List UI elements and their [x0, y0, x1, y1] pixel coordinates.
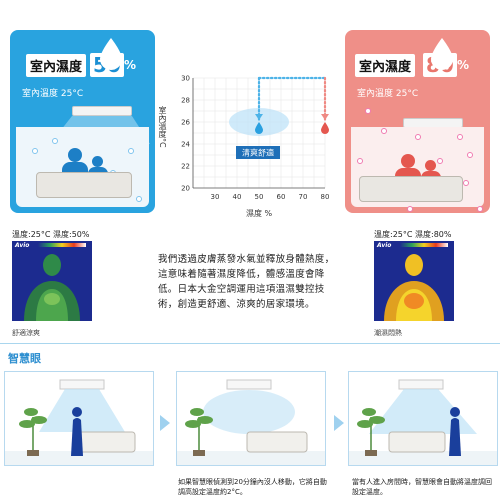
brand-label: Avio	[15, 242, 30, 249]
moisture-dot	[467, 152, 473, 158]
child-head	[425, 160, 436, 171]
thermal-image-hot	[374, 241, 454, 321]
brand-label: Avio	[377, 242, 392, 249]
scene-person-absent	[176, 371, 326, 466]
moisture-dot	[407, 206, 413, 212]
x-axis-label: 濕度 %	[246, 209, 273, 218]
temperature-scale	[38, 243, 86, 247]
panel-title: 室內濕度	[26, 54, 87, 77]
y-tick-label: 26	[181, 119, 190, 127]
arrow-icon	[334, 415, 344, 431]
moisture-dot	[381, 128, 387, 134]
sofa	[36, 172, 132, 198]
x-tick-label: 60	[277, 193, 286, 201]
temperature-scale	[400, 243, 448, 247]
percent-unit: %	[457, 58, 470, 72]
arrow-icon	[160, 415, 170, 431]
person-head	[68, 148, 82, 162]
humidity-temperature-chart: 30 40 50 60 70 80 30 28 26 24 22 20 清爽舒適	[181, 75, 330, 202]
moisture-dot	[415, 134, 421, 140]
sofa	[359, 176, 463, 202]
moisture-dot	[437, 158, 443, 164]
thermal-caption-right: 溫度:25°C 濕度:80%	[374, 230, 452, 239]
annotation-box	[236, 146, 280, 159]
y-tick-label: 28	[181, 97, 190, 105]
description-text: 我們透過皮膚蒸發水氣並釋放身體熱度，這意味着隨著濕度降低，體感溫度會降低。日本大…	[158, 254, 335, 310]
thermal-image-cool	[12, 241, 92, 321]
x-tick-label: 30	[211, 193, 220, 201]
y-tick-label: 22	[181, 163, 190, 171]
arrow-head	[255, 114, 263, 120]
x-tick-label: 50	[255, 193, 264, 201]
arrow-head	[321, 114, 329, 120]
percent-unit: %	[124, 58, 137, 72]
moisture-dot	[477, 206, 483, 212]
caption-right: 當有人進入房間時，智慧眼會自動將溫度調回設定溫度。	[352, 478, 492, 496]
room-illustration	[5, 379, 153, 465]
annotation-label: 清爽舒適	[242, 148, 274, 158]
y-tick-label: 20	[181, 185, 190, 193]
x-tick-label: 40	[233, 193, 242, 201]
person-head	[401, 154, 415, 168]
room-illustration	[177, 379, 325, 465]
moisture-dot	[463, 180, 469, 186]
moisture-dot	[128, 148, 134, 154]
section-title: 智慧眼	[8, 352, 41, 365]
room-temperature: 室內溫度 25°C	[357, 89, 419, 99]
room-illustration	[349, 379, 497, 465]
water-drop-icon	[321, 122, 329, 134]
scene-person-returns	[348, 371, 498, 466]
water-drop-icon	[100, 38, 122, 70]
air-conditioner	[72, 106, 132, 116]
humidity-panel-80: 室內濕度 80 % 室內溫度 25°C	[345, 30, 490, 213]
section-divider	[0, 343, 500, 344]
humidity-panel-50: 室內濕度 50 % 室內溫度 25°C	[10, 30, 155, 213]
moisture-dot	[136, 196, 142, 202]
water-drop-icon	[255, 122, 263, 134]
x-tick-label: 80	[321, 193, 330, 201]
y-tick-label: 30	[181, 75, 190, 83]
room-temperature: 室內溫度 25°C	[22, 89, 84, 99]
x-tick-label: 70	[299, 193, 308, 201]
thermal-body-graphic	[374, 241, 454, 321]
thermal-caption-left: 溫度:25°C 濕度:50%	[12, 230, 90, 239]
moisture-dot	[52, 138, 58, 144]
water-drop-icon	[431, 38, 453, 70]
thermal-note-left: 舒適涼爽	[12, 329, 40, 337]
moisture-dot	[32, 148, 38, 154]
moisture-dot	[357, 158, 363, 164]
caption-middle: 如果智慧眼偵測到20分鐘內沒人移動，它將自動調高設定溫度約2°C。	[178, 478, 327, 496]
moisture-dot	[457, 134, 463, 140]
moisture-dot	[365, 108, 371, 114]
scene-person-present	[4, 371, 154, 466]
panel-title: 室內濕度	[355, 54, 416, 77]
y-tick-label: 24	[181, 141, 190, 149]
thermal-note-right: 潮濕悶熱	[374, 329, 402, 337]
y-axis-label: 室內溫度°C	[158, 106, 167, 148]
thermal-body-graphic	[12, 241, 92, 321]
child-head	[92, 156, 103, 167]
